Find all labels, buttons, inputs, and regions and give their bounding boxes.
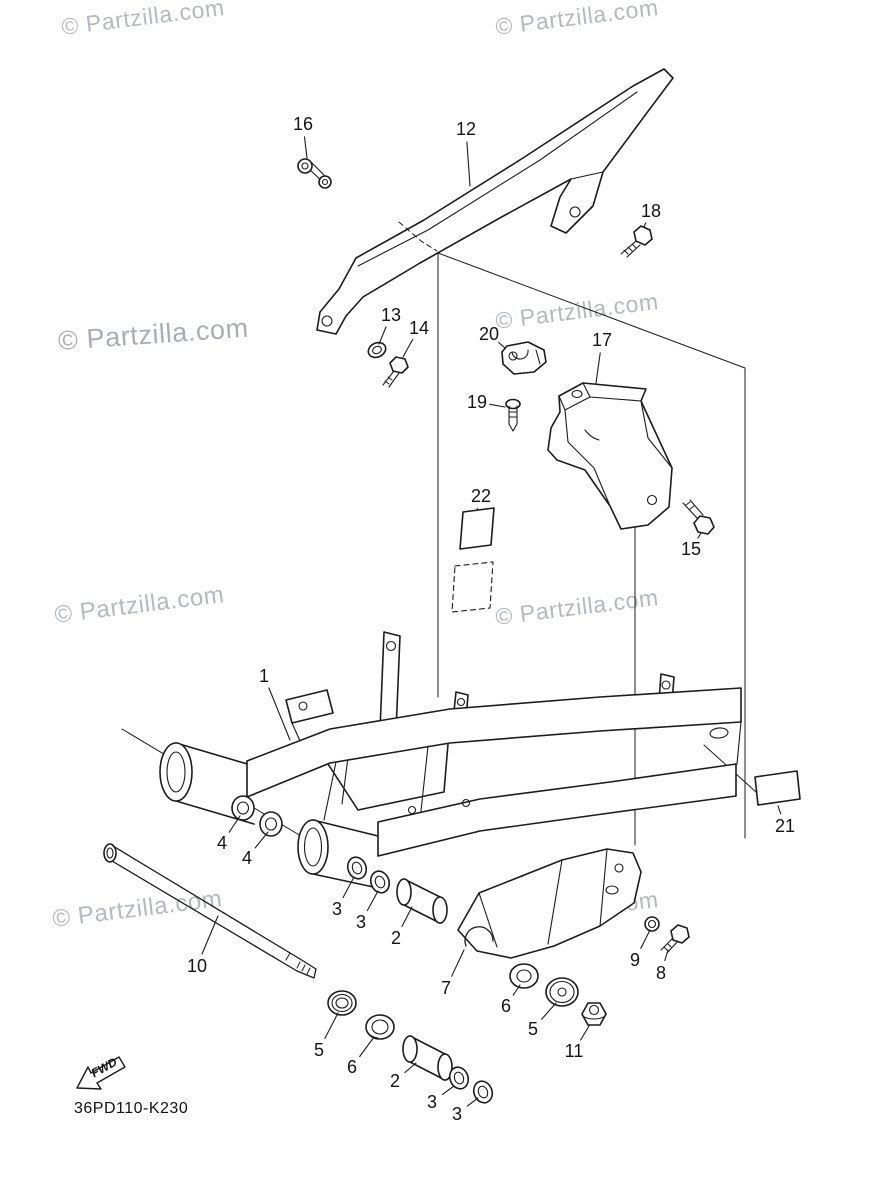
- part-number-3: 3: [451, 1104, 463, 1124]
- leader-line-13: [378, 326, 387, 345]
- part-number-11: 11: [564, 1041, 584, 1061]
- part-number-16: 16: [292, 114, 314, 134]
- part-3-spacer-icon: [346, 856, 391, 894]
- part-number-5: 5: [527, 1019, 539, 1039]
- part-4-bearing-icon: [231, 795, 283, 837]
- leader-line-5: [324, 1012, 339, 1039]
- part-number-6: 6: [500, 996, 512, 1016]
- part-2-collar-icon: [402, 1035, 453, 1081]
- leader-line-15: [697, 532, 702, 539]
- part-number-7: 7: [440, 978, 452, 998]
- part-11-nut-icon: [581, 1002, 607, 1026]
- part-6-seal-icon: [509, 963, 539, 989]
- part-13-washer-icon: [367, 341, 387, 359]
- leader-line-10: [201, 915, 219, 955]
- part-number-17: 17: [591, 330, 613, 350]
- leader-line-14: [402, 338, 414, 358]
- leader-line-3: [466, 1097, 479, 1107]
- part-number-21: 21: [774, 816, 796, 836]
- leader-line-3: [366, 890, 379, 912]
- part-5-seal-icon: [327, 990, 357, 1016]
- part-number-12: 12: [455, 119, 477, 139]
- part-number-3: 3: [355, 912, 367, 932]
- part-19-screw-icon: [505, 398, 521, 432]
- part-number-4: 4: [216, 833, 228, 853]
- diagram-code: 36PD110-K230: [74, 1100, 189, 1117]
- leader-line-16: [303, 136, 308, 159]
- leader-line-18: [643, 222, 647, 228]
- part-number-15: 15: [680, 539, 702, 559]
- part-16-bolt-icon: [297, 158, 332, 189]
- part-22-sticker-icon: [451, 507, 495, 613]
- part-number-13: 13: [380, 305, 402, 325]
- leader-line-12: [466, 141, 471, 187]
- leader-line-8: [664, 949, 669, 962]
- leader-line-3: [441, 1085, 455, 1095]
- leader-line-21: [777, 805, 782, 815]
- part-20-clamp-icon: [501, 341, 547, 375]
- part-9-washer-icon: [644, 916, 660, 932]
- part-3-spacer-icon: [448, 1066, 494, 1104]
- part-number-20: 20: [478, 324, 500, 344]
- leader-line-1: [268, 687, 291, 741]
- leader-line-3: [342, 876, 355, 899]
- part-21-sticker-icon: [754, 770, 801, 806]
- part-number-1: 1: [258, 666, 270, 686]
- leader-line-19: [489, 403, 506, 408]
- leader-lines: [201, 136, 782, 1107]
- part-number-8: 8: [655, 963, 667, 983]
- leader-line-4: [228, 815, 241, 833]
- leader-line-9: [640, 929, 651, 949]
- leader-line-5: [541, 1002, 557, 1020]
- part-14-bolt-icon: [382, 356, 409, 388]
- part-number-6: 6: [346, 1057, 358, 1077]
- part-10-axle-icon: [103, 843, 317, 979]
- part-number-2: 2: [389, 1071, 401, 1091]
- leader-line-7: [451, 949, 465, 977]
- part-number-18: 18: [640, 201, 662, 221]
- part-number-3: 3: [331, 899, 343, 919]
- part-number-3: 3: [426, 1092, 438, 1112]
- part-number-22: 22: [470, 486, 492, 506]
- part-15-bolt-icon: [682, 499, 715, 535]
- part-number-5: 5: [313, 1040, 325, 1060]
- leader-line-2: [404, 1062, 417, 1074]
- leader-line-17: [595, 352, 601, 384]
- part-6-cap-icon: [365, 1014, 395, 1040]
- leader-line-11: [580, 1025, 590, 1041]
- part-2-collar-icon: [396, 878, 448, 924]
- part-number-4: 4: [241, 848, 253, 868]
- leader-line-2: [401, 906, 413, 927]
- part-18-bolt-icon: [620, 225, 653, 258]
- part-12-chain-guard-icon: [316, 68, 674, 335]
- leader-line-20: [498, 342, 506, 349]
- part-7-chain-case-icon: [457, 848, 642, 959]
- leader-line-4: [254, 831, 269, 849]
- part-number-10: 10: [186, 956, 208, 976]
- part-17-bracket-icon: [547, 382, 673, 530]
- part-number-9: 9: [629, 950, 641, 970]
- part-8-bolt-icon: [660, 924, 690, 954]
- leader-line-6: [359, 1036, 375, 1058]
- part-number-14: 14: [408, 318, 430, 338]
- part-5-washer-icon: [545, 977, 579, 1007]
- part-number-2: 2: [390, 928, 402, 948]
- leader-line-6: [512, 984, 521, 996]
- part-number-19: 19: [466, 392, 488, 412]
